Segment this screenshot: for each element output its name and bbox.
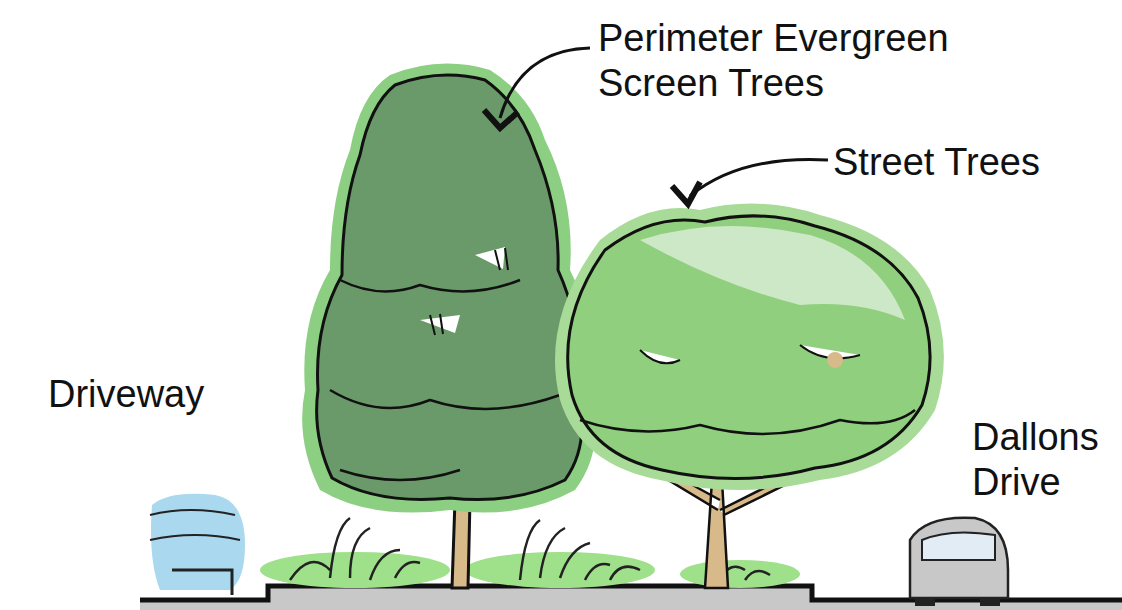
callout-label: Perimeter Evergreen Screen Trees bbox=[598, 16, 998, 106]
place-label: Driveway bbox=[48, 372, 268, 417]
evergreen-tree bbox=[302, 64, 595, 588]
callout-label: Street Trees bbox=[833, 140, 1113, 185]
driveway-car bbox=[150, 494, 245, 595]
street-name: Dallons Drive bbox=[972, 415, 1120, 505]
street-tree bbox=[555, 204, 944, 588]
street-car bbox=[910, 518, 1008, 606]
